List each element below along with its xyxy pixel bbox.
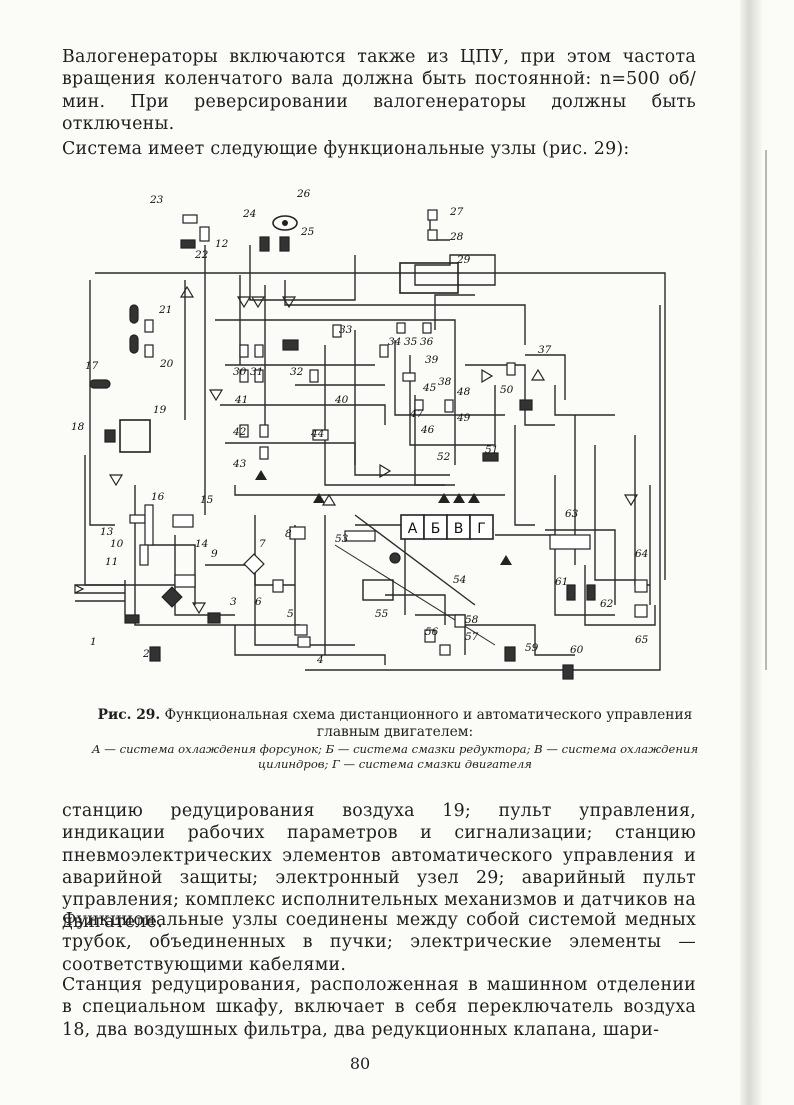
callout-label-44: 44 xyxy=(310,428,324,440)
callout-label-22: 22 xyxy=(194,249,209,261)
callout-label-45: 45 xyxy=(422,382,437,394)
figure-caption: Рис. 29. Функциональная схема дистанцион… xyxy=(80,707,710,741)
callout-label-58: 58 xyxy=(465,614,479,626)
callout-label-47: 47 xyxy=(409,408,424,420)
callout-label-29: 29 xyxy=(456,254,471,266)
callout-label-65: 65 xyxy=(635,634,649,646)
callout-label-37: 37 xyxy=(538,344,552,356)
callout-label-9: 9 xyxy=(211,548,218,560)
paragraph-top: Валогенераторы включаются также из ЦПУ, … xyxy=(62,47,696,134)
callout-label-35: 35 xyxy=(404,336,418,348)
callout-label-62: 62 xyxy=(600,598,614,610)
callout-label-48: 48 xyxy=(456,386,471,398)
callout-label-56: 56 xyxy=(425,626,439,638)
figure-number: Рис. 29. xyxy=(97,707,161,723)
callout-label-25: 25 xyxy=(300,226,315,238)
callout-label-41: 41 xyxy=(234,394,248,406)
callout-label-7: 7 xyxy=(259,538,266,550)
callout-label-12: 12 xyxy=(215,238,229,250)
callout-label-33: 33 xyxy=(339,324,353,336)
callout-label-6: 6 xyxy=(255,596,262,608)
callout-label-20: 20 xyxy=(159,358,174,370)
callout-label-4: 4 xyxy=(316,654,324,666)
callout-label-32: 32 xyxy=(290,366,304,378)
paragraph-functional-units: станцию редуцирования воздуха 19; пульт … xyxy=(62,801,696,933)
block-letter-b: Б xyxy=(431,521,441,537)
callout-label-46: 46 xyxy=(420,424,435,436)
callout-label-42: 42 xyxy=(232,426,247,438)
block-letter-g: Г xyxy=(477,521,486,537)
callout-label-28: 28 xyxy=(449,231,464,243)
callout-label-27: 27 xyxy=(449,206,464,218)
figure-title: Функциональная схема дистанционного и ав… xyxy=(164,707,693,740)
callout-label-1: 1 xyxy=(90,636,97,648)
callout-label-11: 11 xyxy=(105,556,118,568)
callout-label-15: 15 xyxy=(200,494,214,506)
callout-label-60: 60 xyxy=(570,644,584,656)
callout-label-16: 16 xyxy=(151,491,165,503)
callout-label-13: 13 xyxy=(100,526,114,538)
callout-label-8: 8 xyxy=(285,528,292,540)
callout-label-49: 49 xyxy=(456,412,471,424)
page-binding-line xyxy=(765,150,767,670)
callout-label-31: 31 xyxy=(250,366,263,378)
callout-label-59: 59 xyxy=(525,642,539,654)
callout-label-51: 51 xyxy=(485,444,498,456)
callout-label-18: 18 xyxy=(71,421,85,433)
callout-label-17: 17 xyxy=(85,360,99,372)
callout-label-40: 40 xyxy=(334,394,349,406)
callout-label-34: 34 xyxy=(388,336,401,348)
callout-label-24: 24 xyxy=(242,208,256,220)
callout-label-50: 50 xyxy=(500,384,514,396)
callout-label-21: 21 xyxy=(158,304,172,316)
callout-label-43: 43 xyxy=(232,458,247,470)
callout-label-53: 53 xyxy=(335,533,349,545)
callout-label-23: 23 xyxy=(149,194,164,206)
callout-label-3: 3 xyxy=(230,596,237,608)
figure-legend: А — система охлаждения форсунок; Б — сис… xyxy=(91,742,699,771)
callout-label-61: 61 xyxy=(555,576,568,588)
callout-label-30: 30 xyxy=(233,366,247,378)
callout-label-64: 64 xyxy=(635,548,648,560)
callout-label-19: 19 xyxy=(153,404,167,416)
paragraph-reduction-station: Станция редуцирования, расположенная в м… xyxy=(62,975,696,1040)
callout-label-55: 55 xyxy=(375,608,389,620)
block-letter-a: А xyxy=(408,521,418,537)
callout-label-10: 10 xyxy=(110,538,124,550)
callout-label-52: 52 xyxy=(437,451,451,463)
callout-label-57: 57 xyxy=(465,631,479,643)
callout-label-63: 63 xyxy=(565,508,579,520)
callout-label-2: 2 xyxy=(142,648,150,660)
page-number: 80 xyxy=(349,1054,371,1073)
page-binding-shadow xyxy=(740,0,762,1105)
callout-label-38: 38 xyxy=(438,376,452,388)
figure-29-schematic: А Б В Г 12345678910111213141516171819202… xyxy=(71,188,666,680)
block-letter-v: В xyxy=(454,521,464,537)
callout-label-39: 39 xyxy=(425,354,439,366)
callout-label-5: 5 xyxy=(287,608,294,620)
callout-label-14: 14 xyxy=(195,538,208,550)
paragraph-system-intro: Система имеет следующие функциональные у… xyxy=(62,139,630,159)
callout-label-36: 36 xyxy=(420,336,434,348)
paragraph-connections: Функциональные узлы соединены между собо… xyxy=(62,910,696,975)
callout-label-26: 26 xyxy=(296,188,311,200)
callout-label-54: 54 xyxy=(453,574,466,586)
